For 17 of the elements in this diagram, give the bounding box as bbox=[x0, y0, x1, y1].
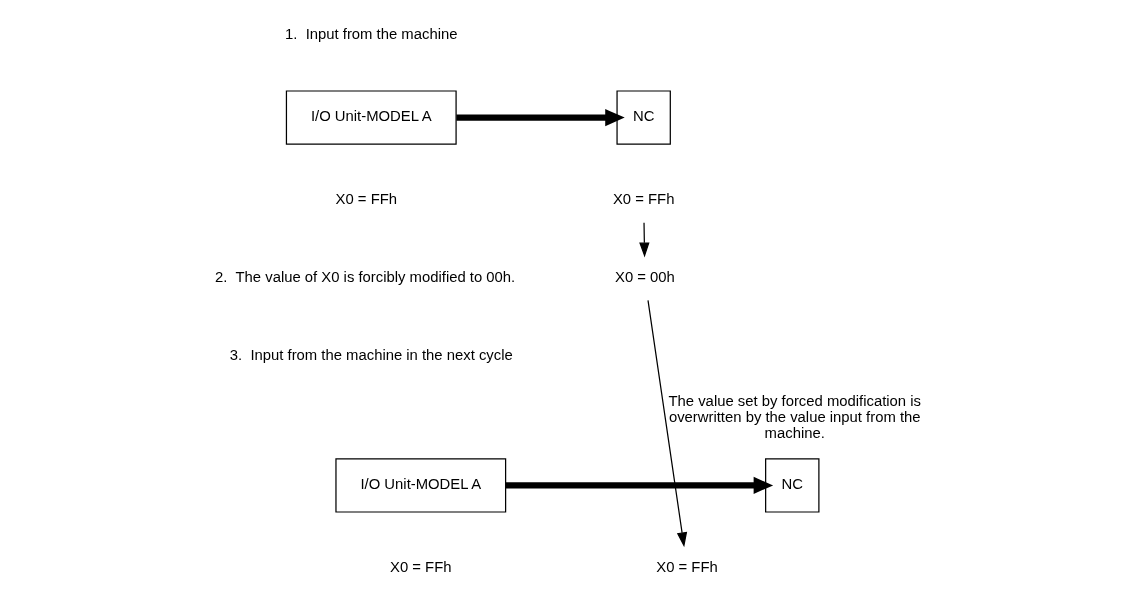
node-box: NC bbox=[615, 90, 671, 145]
node-label: X0 = FFh bbox=[389, 558, 452, 575]
arrow bbox=[646, 299, 687, 548]
node-text: X0 = FFh bbox=[655, 558, 718, 575]
arrow bbox=[455, 109, 625, 127]
label: 3. Input from the machine in the next cycle bbox=[229, 346, 513, 363]
node-box: I/O Unit-MODEL A bbox=[334, 458, 506, 513]
edge-label: The value set by forced modification is overwritten by the value input from the machine. bbox=[668, 393, 921, 442]
label: 2. The value of X0 is forcibly modified to 00h. bbox=[214, 268, 515, 285]
node-box: NC bbox=[764, 458, 819, 513]
node-label: X0 = FFh bbox=[335, 190, 397, 207]
arrow bbox=[505, 476, 773, 494]
node-text: X0 = FFh bbox=[612, 190, 674, 207]
node-text: X0 = 00h bbox=[614, 268, 675, 285]
label: 1. Input from the machine bbox=[284, 26, 457, 43]
node-box: I/O Unit-MODEL A bbox=[285, 90, 457, 145]
arrow bbox=[638, 222, 650, 258]
